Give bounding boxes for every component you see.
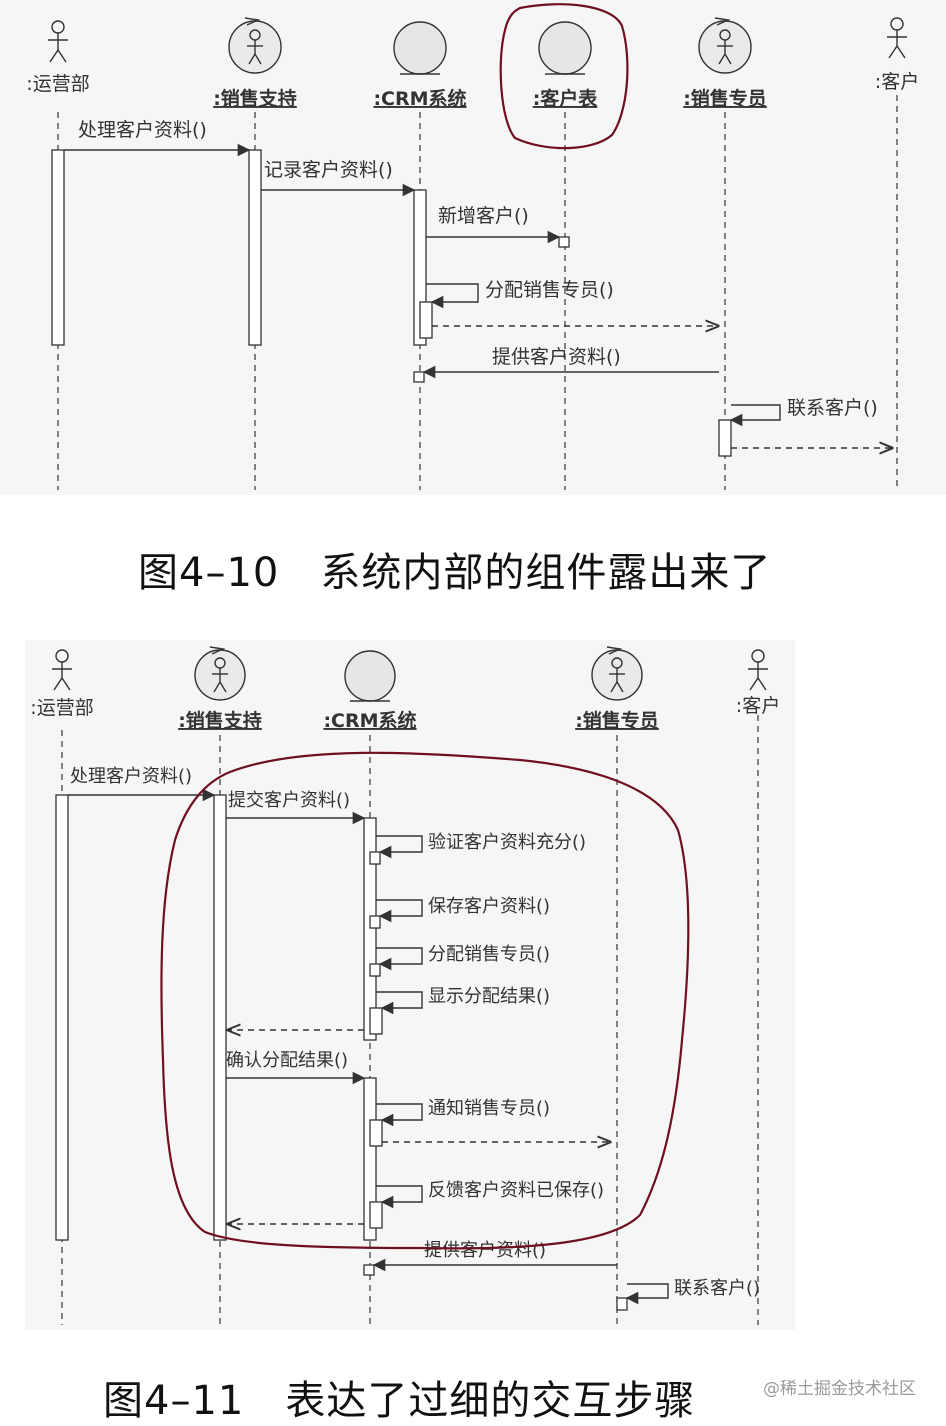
activation-crm-self-6	[369, 1201, 383, 1229]
message-self-2-9	[376, 1185, 423, 1209]
lifeline-label-ops: :运营部	[26, 73, 89, 95]
message-self-4	[426, 283, 479, 309]
message-self-2-6	[376, 991, 423, 1015]
activation-crm-self-2	[369, 915, 381, 929]
message-label-2-3: 验证客户资料充分()	[428, 832, 586, 853]
activation-support-2	[213, 794, 227, 1241]
message-label-2-2: 提交客户资料()	[228, 790, 350, 811]
actor-ops-icon	[48, 20, 68, 63]
actor-customer-icon	[887, 17, 907, 59]
activation-ops	[51, 149, 65, 346]
figure-caption-4-10: 图4–10 系统内部的组件露出来了	[138, 550, 772, 596]
lifeline-label-sales-2: :销售专员	[575, 709, 659, 732]
message-label-1: 处理客户资料()	[78, 119, 207, 141]
control-support-icon	[228, 17, 282, 74]
lifeline-label-customer: :客户	[875, 71, 919, 93]
lifeline-label-sales: :销售专员	[683, 87, 767, 110]
lifeline-label-customer-2: :客户	[736, 695, 780, 717]
activation-ops-2	[55, 794, 69, 1241]
message-self-2-8	[376, 1103, 423, 1127]
message-self-2-5	[376, 947, 423, 971]
message-label-2-6: 显示分配结果()	[428, 986, 550, 1007]
sequence-diagram-4-10: :运营部 :销售支持 :CRM系统 :客户表 :销售专员 :客户 处理客户资料(…	[26, 3, 919, 490]
diagram-panel-2	[25, 640, 795, 1330]
figure-caption-4-11: 图4–11 表达了过细的交互步骤	[103, 1378, 696, 1424]
lifeline-label-crm-2: :CRM系统	[323, 709, 416, 732]
control-sales-icon-2	[591, 646, 643, 701]
activation-crm-self	[419, 301, 433, 339]
control-sales-icon	[698, 17, 752, 74]
message-label-2-10: 提供客户资料()	[424, 1240, 546, 1261]
message-label-2-9: 反馈客户资料已保存()	[428, 1180, 604, 1201]
message-label-6: 联系客户()	[787, 397, 878, 419]
message-self-2-4	[376, 899, 423, 923]
activation-sales-2	[616, 1297, 628, 1311]
watermark: @稀土掘金技术社区	[763, 1379, 916, 1399]
message-label-4: 分配销售专员()	[485, 279, 614, 301]
message-self-2-11	[625, 1283, 669, 1305]
entity-crm-icon-2	[344, 650, 396, 702]
message-label-3: 新增客户()	[438, 205, 529, 227]
message-self-6	[729, 404, 781, 427]
message-label-2-4: 保存客户资料()	[428, 896, 550, 917]
lifeline-label-table: :客户表	[533, 87, 599, 110]
activation-crm-self-1	[369, 851, 381, 865]
message-label-5: 提供客户资料()	[492, 346, 621, 368]
activation-crm-self-5	[369, 1119, 383, 1147]
lifeline-label-support: :销售支持	[213, 87, 297, 110]
activation-crm-a	[363, 817, 377, 1041]
lifeline-label-ops-2: :运营部	[30, 697, 93, 719]
activation-crm-return-2	[363, 1264, 375, 1276]
message-label-2-5: 分配销售专员()	[428, 944, 550, 965]
actor-ops-icon-2	[52, 649, 72, 691]
lifeline-label-crm: :CRM系统	[373, 87, 466, 110]
activation-sales	[718, 419, 732, 457]
highlight-loop-interactions	[160, 751, 690, 1250]
actor-customer-icon-2	[748, 649, 768, 691]
entity-crm-icon	[393, 21, 447, 75]
activation-crm-b	[363, 1077, 377, 1241]
message-label-2-11: 联系客户()	[674, 1278, 760, 1299]
activation-crm-self-3	[369, 963, 381, 977]
highlight-loop-table	[499, 3, 629, 150]
message-label-2-7: 确认分配结果()	[226, 1050, 348, 1071]
diagram-panel-1	[0, 0, 946, 495]
control-support-icon-2	[194, 646, 246, 701]
activation-crm-self-4	[369, 1007, 383, 1035]
entity-table-icon	[538, 21, 592, 75]
message-label-2-8: 通知销售专员()	[428, 1098, 550, 1119]
message-label-2: 记录客户资料()	[264, 159, 393, 181]
message-self-2-3	[376, 835, 423, 859]
message-label-2-1: 处理客户资料()	[70, 766, 192, 787]
lifeline-label-support-2: :销售支持	[178, 709, 262, 732]
activation-support	[248, 149, 262, 346]
